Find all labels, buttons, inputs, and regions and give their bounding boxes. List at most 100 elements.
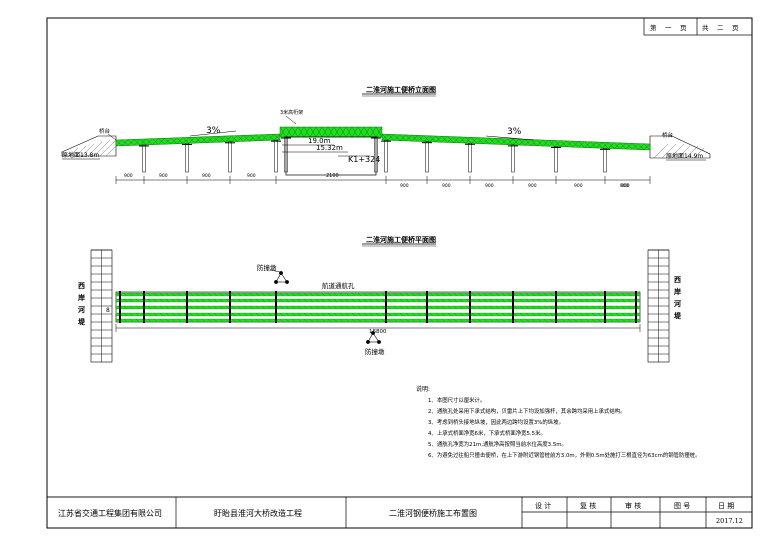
girder-brace [369, 298, 374, 303]
girder-brace [621, 292, 626, 297]
girder-brace [207, 318, 212, 323]
slope-left-arrow [189, 130, 237, 137]
truss-right-approach-brace [626, 143, 633, 150]
girder-brace [429, 298, 434, 303]
girder-brace [519, 305, 524, 310]
girder-brace [225, 312, 230, 317]
girder-brace [231, 292, 236, 297]
girder-brace [435, 318, 440, 323]
main-span-label: 2100 [326, 173, 339, 179]
pier [508, 144, 518, 173]
span-label: 900 [124, 173, 133, 179]
girder-brace [279, 298, 284, 303]
truss-right-approach-brace [578, 141, 585, 148]
girder-brace [393, 298, 398, 303]
truss-right-approach-brace [483, 137, 490, 144]
girder-brace [387, 318, 392, 323]
girder-brace [231, 318, 236, 323]
girder-brace [297, 292, 302, 297]
girder-brace [201, 318, 206, 323]
girder-brace [465, 305, 470, 310]
notes-heading: 说明: [416, 385, 430, 393]
girder-brace [549, 318, 554, 323]
girder-brace [303, 305, 308, 310]
girder-brace [327, 312, 332, 317]
truss-left-approach-brace [243, 134, 250, 142]
girder-brace [459, 318, 464, 323]
girder-brace [201, 292, 206, 297]
girder-brace [219, 318, 224, 323]
girder-brace [339, 292, 344, 297]
girder-brace [129, 292, 134, 297]
truss-left-approach-brace [182, 137, 190, 144]
deck-girder [115, 312, 641, 317]
girder-brace [411, 305, 416, 310]
girder-brace [393, 318, 398, 323]
truss-right-approach-brace [512, 138, 520, 146]
tb-date-label: 日 期 [718, 502, 734, 510]
truss-left-approach [115, 133, 281, 147]
girder-brace [189, 298, 194, 303]
girder-brace [561, 312, 566, 317]
girder-brace [315, 305, 320, 310]
girder-brace [333, 292, 338, 297]
girder-brace [153, 292, 158, 297]
girder-brace [321, 312, 326, 317]
deck-post [635, 291, 637, 323]
girder-brace [213, 318, 218, 323]
girder-brace [537, 292, 542, 297]
girder-brace [297, 318, 302, 323]
girder-brace [345, 312, 350, 317]
girder-brace [387, 292, 392, 297]
girder-brace [519, 292, 524, 297]
girder-brace [435, 312, 440, 317]
girder-brace [507, 318, 512, 323]
elevation-view: 二淮河施工便桥立面图 桥台 原地面13.8m 桥台 原地面14.9m 3% [61, 85, 711, 189]
girder-brace [381, 318, 386, 323]
deck-girder [115, 305, 641, 310]
girder-brace [447, 312, 452, 317]
girder-brace [513, 312, 518, 317]
girder-brace [399, 305, 404, 310]
girder-brace [261, 312, 266, 317]
truss-right-approach-brace [584, 141, 591, 148]
girder-brace [573, 305, 578, 310]
girder-brace [333, 312, 338, 317]
girder-brace [327, 305, 332, 310]
girder-brace [297, 298, 302, 303]
girder-brace [627, 305, 632, 310]
girder-brace [321, 305, 326, 310]
girder-brace [255, 312, 260, 317]
girder-brace [471, 292, 476, 297]
girder-brace [531, 292, 536, 297]
girder-brace [171, 298, 176, 303]
left-abutment-label: 桥台 [99, 127, 111, 135]
truss-right-approach-brace [518, 139, 526, 146]
girder-brace [363, 298, 368, 303]
truss-left-approach-brace [267, 134, 275, 141]
girder-brace [189, 312, 194, 317]
girder-brace [501, 292, 506, 297]
slope-right-label: 3% [507, 127, 522, 137]
girder-brace [177, 305, 182, 310]
truss-right-approach-brace [548, 140, 555, 147]
girder-brace [123, 305, 128, 310]
girder-brace [255, 298, 260, 303]
girder-brace [351, 292, 356, 297]
truss-right-approach-brace [441, 136, 448, 143]
girder-brace [411, 312, 416, 317]
girder-brace [219, 292, 224, 297]
girder-brace [459, 312, 464, 317]
girder-brace [621, 305, 626, 310]
girder-brace [315, 312, 320, 317]
girder-brace [513, 298, 518, 303]
span-label: 800 [620, 183, 629, 189]
girder-brace [507, 292, 512, 297]
girder-brace [201, 298, 206, 303]
truss-main-span-brace [339, 126, 347, 138]
girder-brace [171, 292, 176, 297]
girder-brace [471, 298, 476, 303]
girder-brace [315, 298, 320, 303]
deck-post [229, 291, 231, 323]
girder-brace [393, 305, 398, 310]
